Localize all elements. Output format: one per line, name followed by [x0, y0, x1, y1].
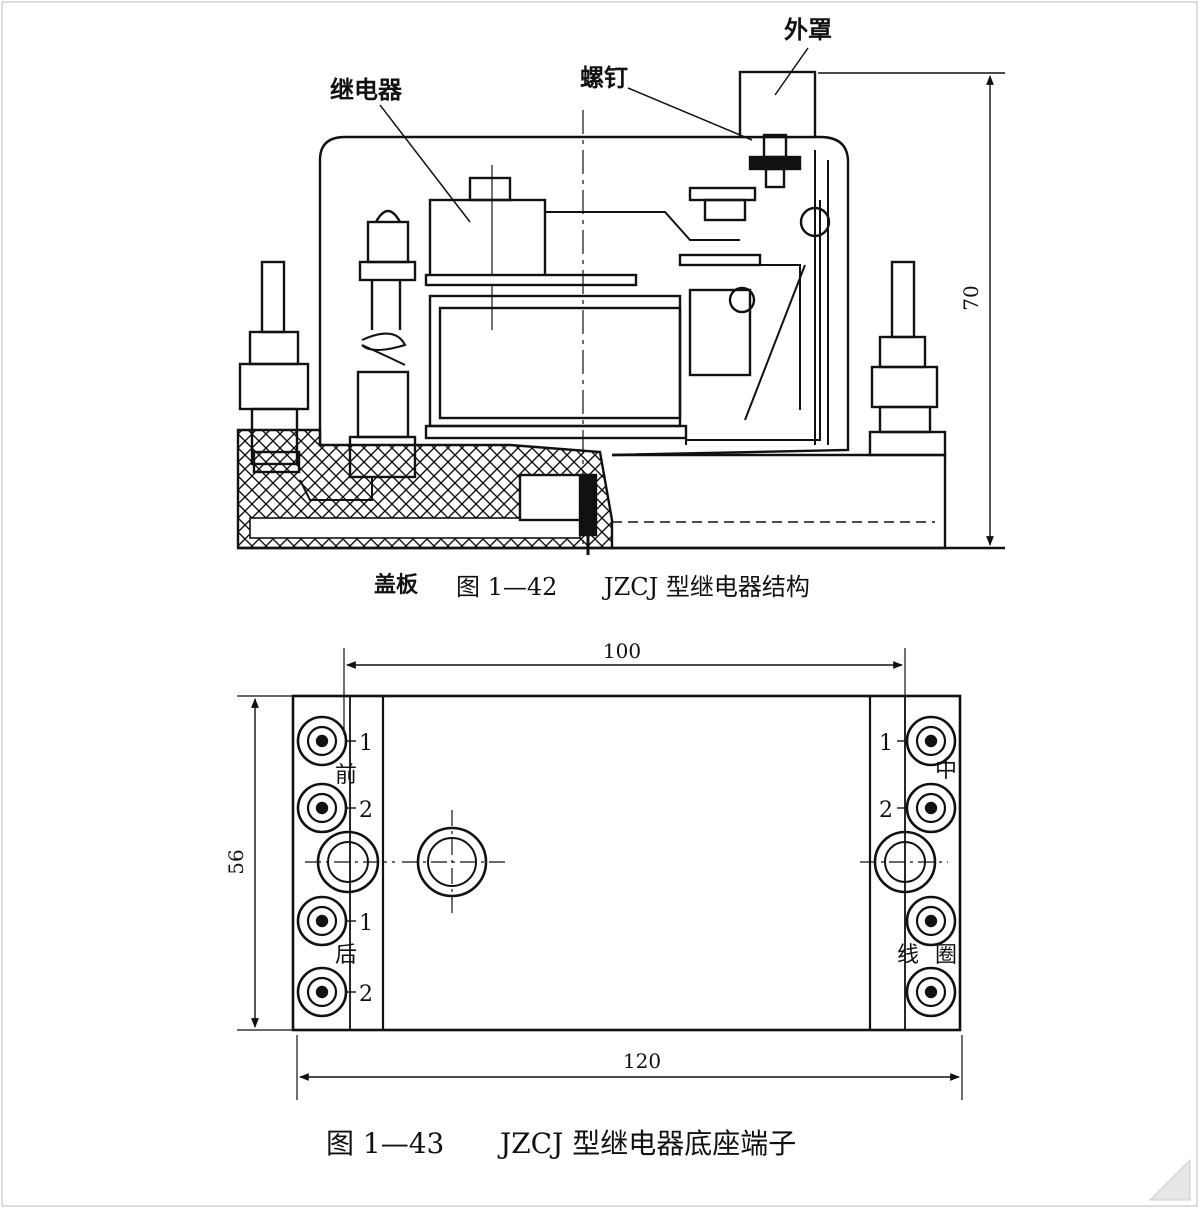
base-block [236, 428, 1005, 555]
left-post [238, 260, 310, 474]
right-mount-hole [860, 830, 948, 894]
label-cover: 外罩 [784, 16, 832, 44]
left-terminal-3-number: 1 [359, 911, 373, 936]
label-middle-group: 中 [935, 758, 957, 783]
right-terminal-1 [897, 715, 957, 767]
label-coil-char-1: 线 [897, 943, 919, 968]
base-terminal-figure [237, 648, 963, 1100]
caption-number-1-42: 图 1—42 [456, 573, 557, 601]
relay-structure-figure [236, 47, 1005, 555]
relay-body [424, 165, 821, 445]
left-terminal-1 [296, 715, 356, 767]
left-terminal-3 [296, 895, 356, 947]
left-terminal-1-number: 1 [359, 731, 373, 756]
left-mount-hole [305, 830, 395, 894]
left-terminal-4-number: 2 [359, 982, 373, 1007]
right-terminal-4 [905, 966, 957, 1018]
caption-number-1-43: 图 1—43 [326, 1127, 444, 1160]
left-terminal-2-number: 2 [359, 798, 373, 823]
caption-text-1-43: JZCJ 型继电器底座端子 [497, 1127, 796, 1160]
right-terminal-2 [897, 782, 957, 834]
right-post [868, 260, 947, 457]
caption-text-1-42: JZCJ 型继电器结构 [601, 573, 810, 601]
dimension-width-100: 100 [603, 639, 641, 663]
contact-assembly [678, 186, 831, 421]
label-rear-group: 后 [335, 943, 357, 968]
label-front-group: 前 [335, 763, 357, 788]
outer-cover [318, 70, 1005, 457]
left-spring-terminal [299, 209, 417, 501]
left-terminal-4 [296, 966, 356, 1018]
dimension-height-70: 70 [959, 285, 983, 310]
dimension-width-120: 120 [623, 1049, 661, 1073]
left-terminal-2 [296, 782, 356, 834]
screw-part [748, 133, 829, 445]
right-terminal-3 [905, 895, 957, 947]
page-curl-corner [1148, 1158, 1191, 1201]
right-terminal-2-number: 2 [879, 798, 893, 823]
label-relay: 继电器 [330, 76, 403, 104]
label-screw: 螺钉 [580, 64, 628, 92]
label-plate: 盖板 [374, 572, 419, 598]
right-terminal-1-number: 1 [879, 731, 893, 756]
dimension-depth-56: 56 [224, 849, 248, 874]
label-coil-char-2: 圈 [935, 943, 957, 968]
center-mount-hole [402, 810, 505, 916]
